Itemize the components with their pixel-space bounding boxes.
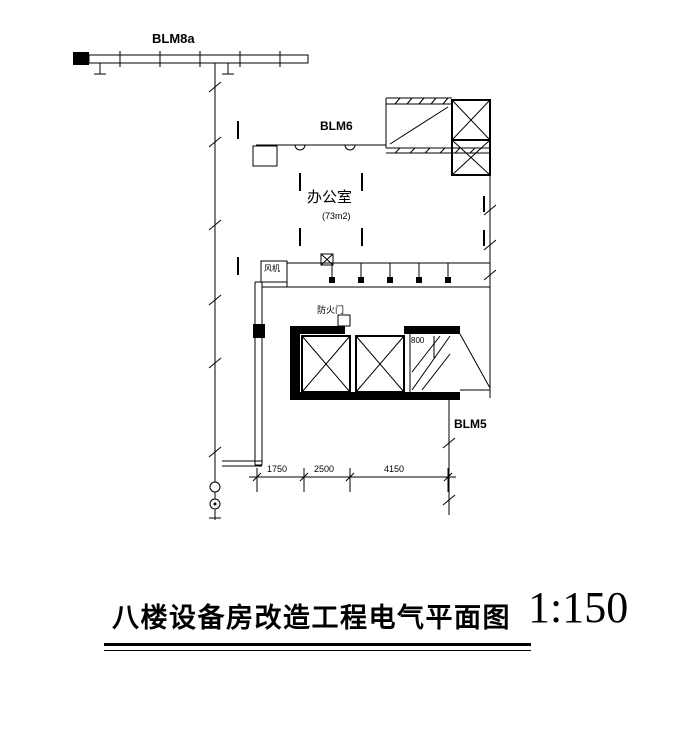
label-blm8a: BLM8a [152,31,195,46]
blm5-riser [442,398,456,515]
right-wall [483,104,497,398]
dim-1750: 1750 [267,464,288,474]
elevator-shaft-1 [301,335,351,393]
title-underline-thin [104,650,531,651]
drawing-scale: 1:150 [528,583,629,632]
label-office: 办公室 [307,189,353,206]
staircase [409,334,451,392]
lower-left-wall [222,281,263,467]
equipment-room [385,97,490,154]
label-fan: 风机 [264,264,280,273]
dim-4150: 4150 [384,464,405,474]
elevator-shaft-2 [355,335,405,393]
label-blm5: BLM5 [454,417,487,431]
blm6-run [252,144,386,167]
left-wall [208,63,222,520]
dim-800: 800 [411,336,425,345]
title-underline-thick [104,643,531,646]
label-blm6: BLM6 [320,119,353,133]
label-fire-door: 防火门 [317,305,345,315]
toilet-row [260,253,490,288]
light-fixtures [237,121,485,275]
drawing-title: 八楼设备房改造工程电气平面图 [112,603,511,633]
dimension-string [249,468,456,492]
shaft-boxes [451,99,491,176]
label-office-area: (73m2) [322,211,351,221]
dim-2500: 2500 [314,464,335,474]
cable-tray-blm8a [73,51,309,75]
elevator-core [290,326,491,400]
fire-wall [253,314,351,338]
